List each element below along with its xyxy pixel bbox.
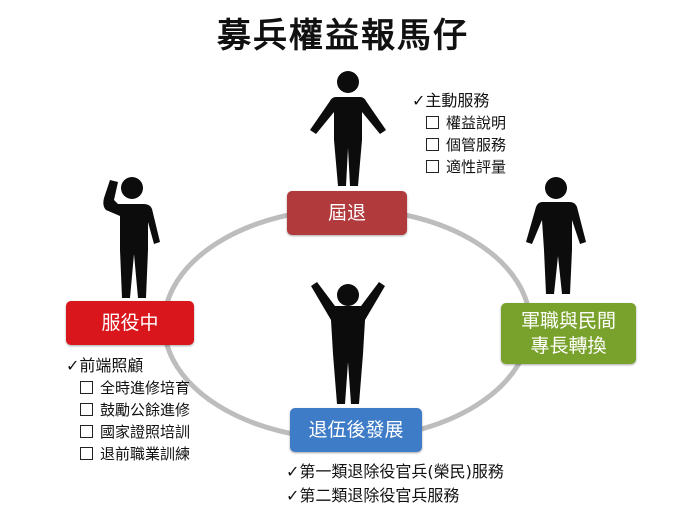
serving-list-item: 全時進修培育: [66, 377, 190, 399]
stage-transfer-label-line1: 軍職與民間: [520, 309, 616, 332]
retire-list-item: 權益說明: [412, 112, 506, 134]
stage-retire-box: 屆退: [287, 191, 407, 235]
discharge-list-item: ✓第一類退除役官兵(榮民)服務: [286, 462, 504, 481]
retire-list-item: 適性評量: [412, 156, 506, 178]
page-title: 募兵權益報馬仔: [217, 16, 469, 56]
stage-serving-label: 服役中: [101, 311, 159, 334]
retire-list-heading: ✓主動服務: [412, 91, 490, 110]
stage-serving-box: 服役中: [66, 301, 194, 345]
serving-list-heading: ✓前端照顧: [66, 356, 144, 375]
stage-retire-label: 屆退: [327, 201, 366, 224]
discharge-service-list: ✓第一類退除役官兵(榮民)服務 ✓第二類退除役官兵服務: [286, 460, 504, 508]
serving-figure-icon: [103, 177, 160, 298]
retire-figure-icon: [310, 71, 386, 186]
serving-list-item: 退前職業訓練: [66, 443, 190, 465]
discharge-figure-icon: [311, 282, 385, 404]
retire-list-item: 個管服務: [412, 134, 506, 156]
stage-discharge-label: 退伍後發展: [308, 418, 404, 441]
serving-care-list: ✓前端照顧 全時進修培育 鼓勵公餘進修 國家證照培訓 退前職業訓練: [66, 355, 190, 465]
serving-list-item: 國家證照培訓: [66, 421, 190, 443]
stage-discharge-box: 退伍後發展: [290, 408, 422, 452]
stage-transfer-box: 軍職與民間 專長轉換: [501, 303, 636, 364]
stage-transfer-label-line2: 專長轉換: [530, 334, 607, 357]
retire-service-list: ✓主動服務 權益說明 個管服務 適性評量: [412, 90, 506, 178]
serving-list-item: 鼓勵公餘進修: [66, 399, 190, 421]
discharge-list-item: ✓第二類退除役官兵服務: [286, 486, 460, 505]
transfer-figure-icon: [526, 177, 586, 294]
